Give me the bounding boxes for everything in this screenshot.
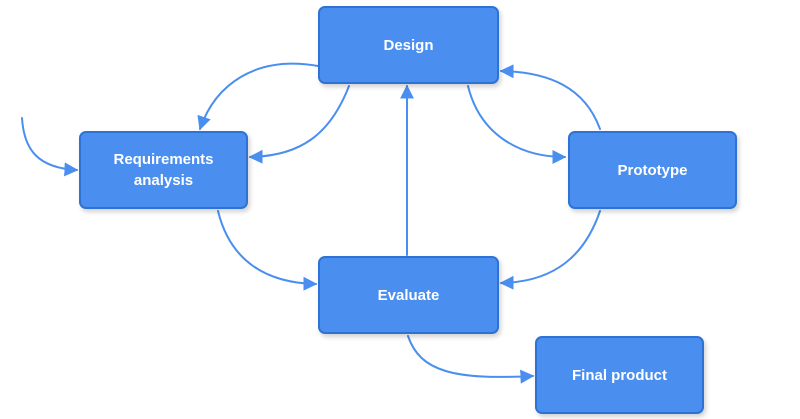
edge-design-to-requirements-outer	[197, 62, 319, 131]
edge-evaluate-to-final-product	[407, 335, 535, 384]
design-node-label: Design	[383, 36, 434, 54]
final-product-node-label: Final product	[572, 366, 667, 384]
edge-start-to-requirements	[21, 117, 79, 177]
requirements-analysis-node-label: Requirements analysis	[113, 151, 214, 189]
edge-design-to-requirements-inner	[248, 85, 350, 164]
evaluate-node-label: Evaluate	[377, 286, 440, 304]
prototype-node: Prototype	[568, 131, 737, 209]
final-product-node: Final product	[535, 336, 704, 414]
prototype-node-label: Prototype	[617, 161, 688, 179]
design-node: Design	[318, 6, 499, 84]
requirements-analysis-node: Requirements analysis	[79, 131, 248, 209]
edge-prototype-to-evaluate	[499, 210, 601, 290]
edge-design-to-prototype	[467, 85, 567, 164]
edge-requirements-to-evaluate	[217, 210, 318, 291]
evaluate-node: Evaluate	[318, 256, 499, 334]
edge-prototype-to-design	[499, 64, 601, 130]
